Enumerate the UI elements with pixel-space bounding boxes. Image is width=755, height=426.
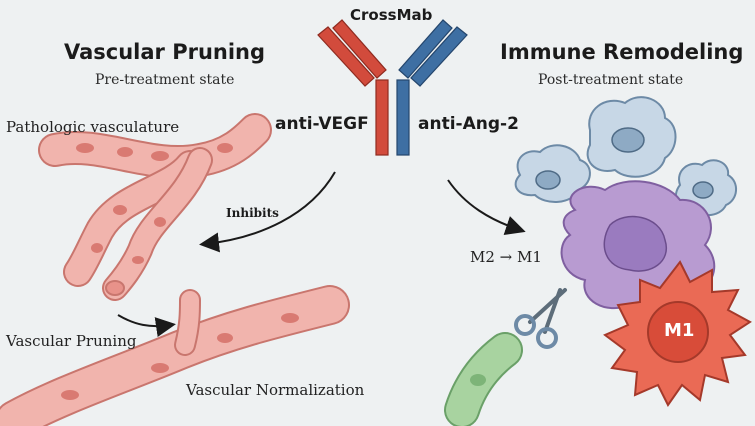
inhibits-arrow (199, 171, 336, 253)
remodeling-arrow (447, 179, 526, 236)
immune-cell-1 (514, 144, 591, 203)
polarization-label: M2 → M1 (470, 248, 542, 266)
pathologic-label: Pathologic vasculature (6, 118, 180, 136)
scissors-icon (514, 288, 567, 349)
crossmab-antibody (317, 19, 468, 156)
right-subheading: Post-treatment state (538, 72, 684, 88)
normalized-vessel (0, 285, 350, 426)
anti-vegf-label: anti-VEGF (275, 114, 369, 134)
immune-cell-2 (586, 96, 677, 178)
pruning-arrow (117, 314, 176, 337)
pruning-label: Vascular Pruning (6, 332, 137, 350)
diagram-title: CrossMab (350, 6, 433, 24)
left-subheading: Pre-treatment state (95, 72, 235, 88)
right-heading: Immune Remodeling (500, 40, 744, 64)
pathologic-vessel (38, 113, 272, 301)
m1-label: M1 (664, 320, 695, 341)
m1-macrophage (603, 260, 752, 407)
inhibits-label: Inhibits (226, 206, 279, 220)
normalization-label: Vascular Normalization (186, 381, 365, 399)
anti-ang2-label: anti-Ang-2 (418, 114, 519, 134)
green-vessel-fragment (444, 332, 523, 426)
left-heading: Vascular Pruning (64, 40, 266, 64)
